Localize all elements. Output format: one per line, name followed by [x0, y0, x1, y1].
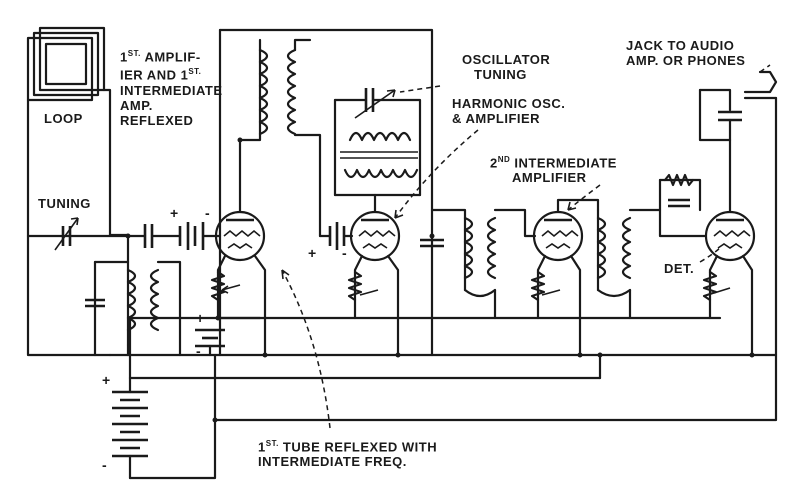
coupling-capacitor: [420, 234, 444, 357]
grid-battery-2: [318, 222, 354, 250]
output-jack: [213, 70, 778, 422]
tuning-capacitor: [54, 217, 79, 251]
annotation-arrows: [281, 64, 771, 429]
second-intermediate-label: 2ND INTERMEDIATE AMPLIFIER: [490, 155, 617, 186]
junction-dots: [125, 137, 755, 423]
minus-sign: -: [205, 205, 210, 221]
c-battery: [195, 328, 225, 357]
minus-sign: -: [102, 457, 107, 473]
minus-sign: -: [196, 343, 201, 359]
jack-label: JACK TO AUDIO AMP. OR PHONES: [626, 38, 746, 68]
tube-2: [349, 193, 401, 262]
rheostat-1: [210, 254, 267, 357]
oscillator-tuning-label: OSCILLATOR TUNING: [462, 52, 551, 82]
first-grid-capacitor: [126, 222, 222, 264]
minus-sign: -: [342, 245, 347, 261]
if-transformer-2: [430, 208, 537, 320]
tuning-label: TUNING: [38, 196, 91, 211]
rheostat-det: [702, 254, 754, 357]
input-transformer: [85, 260, 182, 357]
if-transformer-1: [218, 28, 434, 357]
if-transformer-3: [596, 173, 707, 320]
rheostat-2: [347, 254, 400, 357]
oscillator-coils: [333, 88, 422, 197]
tube-1: [214, 138, 266, 262]
rheostat-3: [530, 254, 582, 357]
plus-sign: +: [102, 372, 110, 388]
plus-sign: +: [170, 205, 178, 221]
first-amplifier-label: 1ST. AMPLIF- IER AND 1ST. INTERMEDIATE A…: [120, 49, 223, 128]
first-tube-reflexed-label: 1ST. TUBE REFLEXED WITH INTERMEDIATE FRE…: [258, 439, 438, 470]
antenna-wiring: [26, 88, 130, 357]
detector-label: DET.: [664, 261, 695, 276]
loop-label: LOOP: [44, 111, 83, 126]
main-battery: [112, 376, 148, 480]
tube-3: [532, 198, 600, 262]
detector-tube: [704, 138, 756, 262]
loop-antenna: [26, 26, 106, 102]
harmonic-oscillator-label: HARMONIC OSC. & AMPLIFIER: [452, 96, 566, 126]
plus-sign: +: [308, 245, 316, 261]
bus-wires: [108, 316, 778, 480]
